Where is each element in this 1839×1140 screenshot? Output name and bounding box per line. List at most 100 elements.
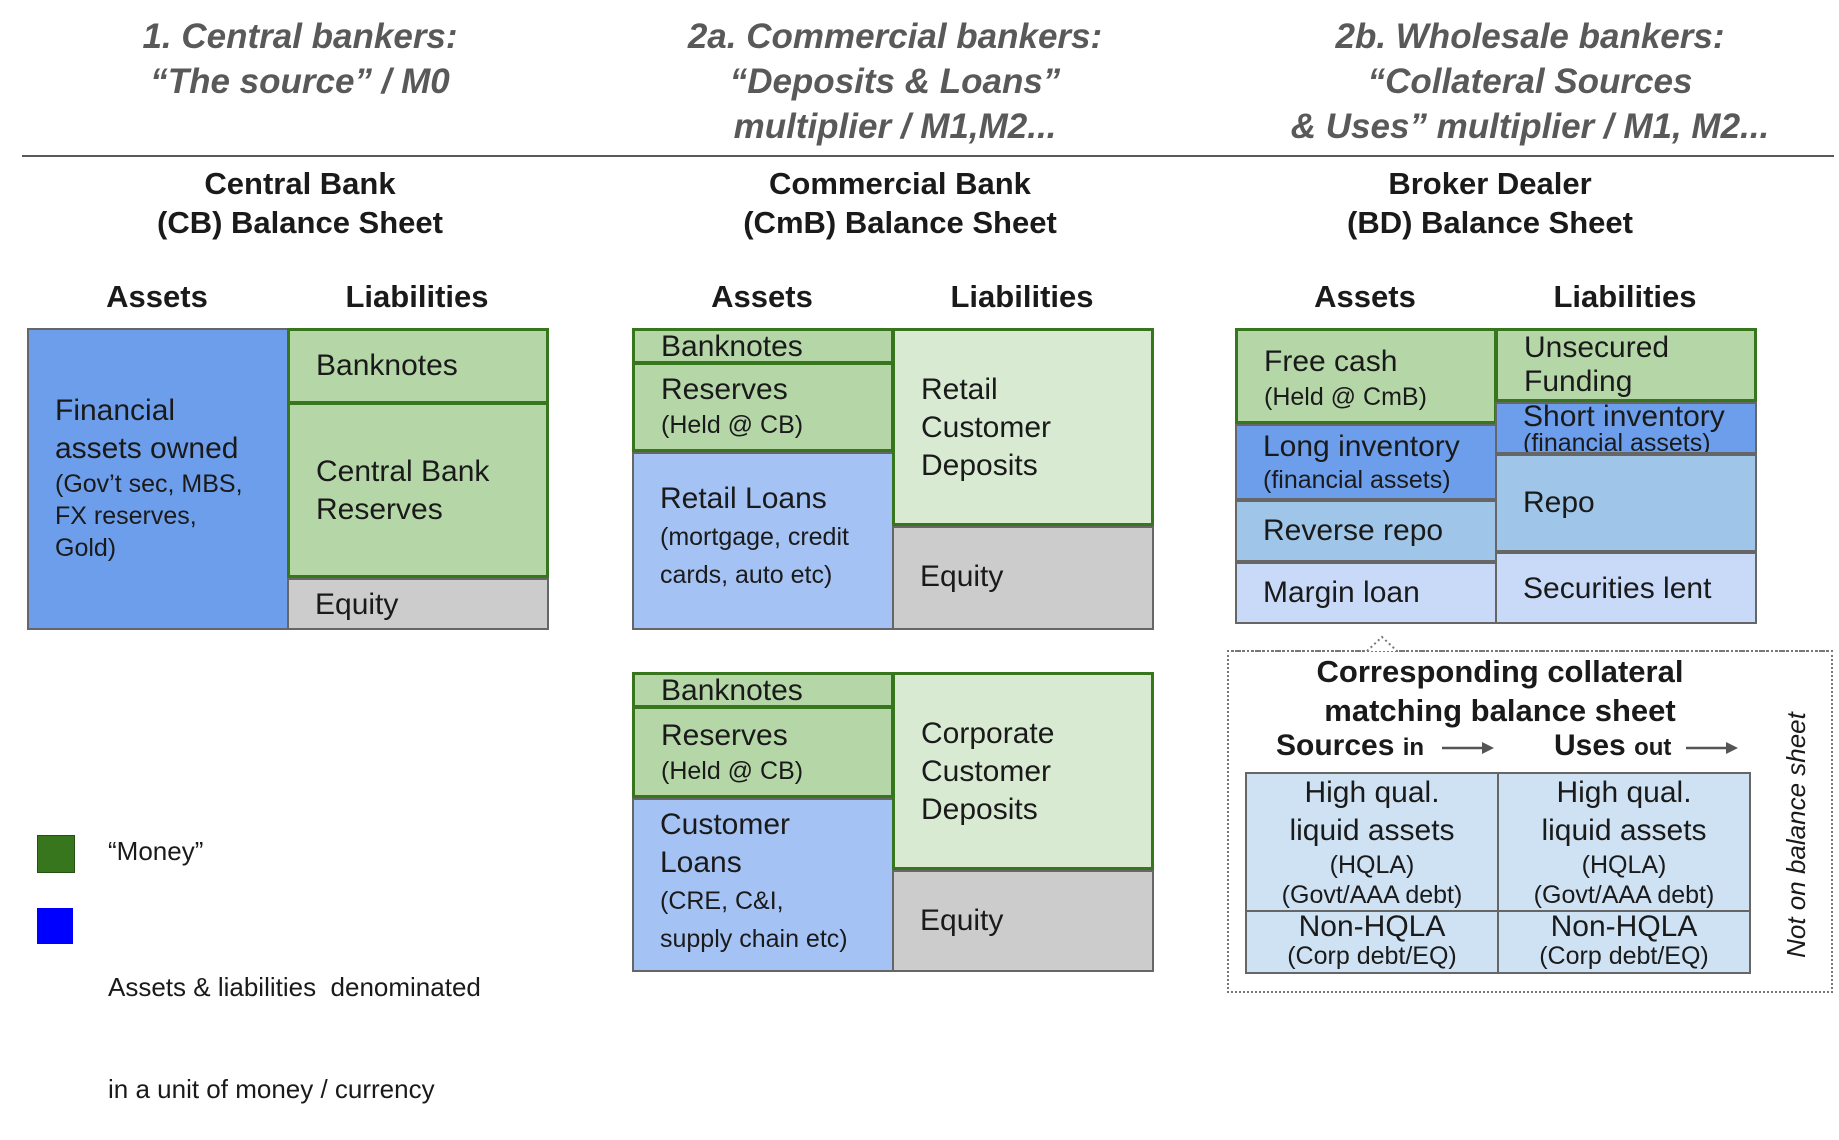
sheet-title-bd: Broker Dealer (BD) Balance Sheet — [1290, 164, 1690, 242]
block-sublabel: (mortgage, credit — [660, 523, 849, 551]
bd-securities-lent-block: Securities lent — [1495, 552, 1757, 624]
block-label: Margin loan — [1263, 576, 1420, 609]
block-label: Retail — [921, 373, 998, 406]
legend-money-label: “Money” — [108, 836, 204, 866]
block-sublabel: (Held @ CB) — [661, 411, 804, 439]
cell-label: High qual. — [1304, 776, 1440, 809]
bd-assets-header: Assets — [1314, 279, 1416, 314]
block-label: Banknotes — [661, 330, 803, 363]
bd-liabilities-header: Liabilities — [1553, 279, 1697, 314]
block-sublabel: supply chain etc) — [660, 925, 848, 953]
cell-sublabel: (HQLA) — [1329, 851, 1415, 879]
collateral-box — [1227, 650, 1833, 993]
cell-label: Non-HQLA — [1298, 910, 1446, 943]
uses-hqla-cell: High qual. liquid assets (HQLA) (Govt/AA… — [1497, 772, 1751, 912]
block-sublabel: (Held @ CmB) — [1264, 383, 1427, 411]
block-label: Reserves — [661, 719, 788, 752]
column-title-line: multiplier / M1,M2... — [733, 107, 1057, 146]
bd-reverse-repo-block: Reverse repo — [1235, 500, 1497, 562]
cmb-corp-reserves-block: Reserves (Held @ CB) — [632, 706, 894, 798]
block-sublabel: FX reserves, — [55, 502, 197, 530]
legend-assets-line: Assets & liabilities denominated — [108, 972, 481, 1002]
sheet-title-cmb: Commercial Bank (CmB) Balance Sheet — [680, 164, 1120, 242]
cell-sublabel: (Corp debt/EQ) — [1287, 942, 1457, 970]
block-label: Reserves — [661, 373, 788, 406]
collateral-callout-peak — [1227, 635, 1832, 652]
block-label: Deposits — [921, 449, 1038, 482]
column-title-line: 2a. Commercial bankers: — [687, 17, 1103, 56]
sources-nonhqla-cell: Non-HQLA (Corp debt/EQ) — [1245, 910, 1499, 974]
sheet-title-line: Central Bank — [204, 166, 396, 201]
uses-nonhqla-cell: Non-HQLA (Corp debt/EQ) — [1497, 910, 1751, 974]
block-label: Deposits — [921, 793, 1038, 826]
block-label: Unsecured — [1524, 331, 1670, 364]
cb-banknotes-block: Banknotes — [287, 328, 549, 404]
sources-heading: Sources — [1276, 729, 1395, 762]
block-label: Funding — [1524, 365, 1633, 398]
column-title-central-bankers: 1. Central bankers: “The source” / M0 — [20, 14, 580, 104]
cell-sublabel: (Corp debt/EQ) — [1539, 942, 1709, 970]
header-divider — [22, 155, 1834, 157]
cell-label: liquid assets — [1289, 814, 1455, 847]
block-label: Long inventory — [1263, 430, 1460, 463]
cb-liabilities-header: Liabilities — [345, 279, 489, 314]
cell-label: liquid assets — [1541, 814, 1707, 847]
uses-heading: Uses — [1554, 729, 1626, 762]
sheet-title-line: (CmB) Balance Sheet — [743, 205, 1057, 240]
uses-label: Uses out — [1554, 728, 1671, 766]
column-title-line: “The source” / M0 — [150, 62, 450, 101]
legend-money-swatch — [37, 835, 75, 873]
sources-hqla-cell: High qual. liquid assets (HQLA) (Govt/AA… — [1245, 772, 1499, 912]
block-label: Short inventory — [1523, 402, 1725, 433]
block-label: Customer — [921, 411, 1052, 444]
block-label: Central Bank — [316, 455, 490, 488]
sources-label: Sources in — [1276, 728, 1424, 766]
cmb-assets-header: Assets — [711, 279, 813, 314]
sources-direction: in — [1402, 734, 1425, 761]
block-label: Financial — [55, 394, 176, 427]
cell-sublabel: (Govt/AAA debt) — [1281, 881, 1463, 909]
sources-arrow-icon — [1442, 742, 1494, 754]
bd-long-inventory-block: Long inventory (financial assets) — [1235, 424, 1497, 500]
cb-reserves-block: Central Bank Reserves — [287, 402, 549, 578]
bd-margin-loan-block: Margin loan — [1235, 562, 1497, 624]
block-label: Equity — [920, 560, 1004, 593]
block-sublabel: Gold) — [55, 534, 117, 562]
cb-financial-assets-block: Financial assets owned (Gov’t sec, MBS, … — [27, 328, 289, 630]
uses-direction: out — [1634, 734, 1672, 761]
block-sublabel: (Held @ CB) — [661, 757, 804, 785]
cmb-retail-banknotes-block: Banknotes — [632, 328, 894, 364]
column-title-line: 2b. Wholesale bankers: — [1335, 17, 1725, 56]
block-label: Banknotes — [661, 674, 803, 707]
cmb-corp-deposits-block: Corporate Customer Deposits — [892, 672, 1154, 870]
cell-label: High qual. — [1556, 776, 1692, 809]
not-on-balance-sheet-note: Not on balance sheet — [1781, 712, 1811, 958]
legend-assets-line: in a unit of money / currency — [108, 1074, 435, 1104]
cmb-retail-loans-block: Retail Loans (mortgage, credit cards, au… — [632, 452, 894, 630]
cell-sublabel: (HQLA) — [1581, 851, 1667, 879]
block-label: Retail Loans — [660, 482, 827, 515]
block-label: Equity — [315, 588, 399, 621]
bd-free-cash-block: Free cash (Held @ CmB) — [1235, 328, 1497, 424]
cb-equity-block: Equity — [287, 578, 549, 630]
column-title-commercial-bankers: 2a. Commercial bankers: “Deposits & Loan… — [615, 14, 1175, 149]
cell-label: Non-HQLA — [1550, 910, 1698, 943]
cmb-corp-equity-block: Equity — [892, 870, 1154, 972]
block-label: Customer — [921, 755, 1052, 788]
column-title-line: “Deposits & Loans” — [729, 62, 1061, 101]
collateral-title-line: Corresponding collateral — [1316, 654, 1684, 689]
block-label: Repo — [1523, 486, 1595, 519]
block-sublabel: (financial assets) — [1523, 429, 1711, 454]
sheet-title-cb: Central Bank (CB) Balance Sheet — [100, 164, 500, 242]
block-sublabel: (CRE, C&I, — [660, 887, 784, 915]
column-title-line: “Collateral Sources — [1367, 62, 1693, 101]
bd-repo-block: Repo — [1495, 454, 1757, 552]
block-label: Loans — [660, 846, 742, 879]
block-label: Banknotes — [316, 349, 458, 382]
legend-assets-label: Assets & liabilities denominated in a un… — [108, 902, 481, 1140]
block-label: Customer — [660, 808, 791, 841]
block-sublabel: (financial assets) — [1263, 466, 1451, 494]
sheet-title-line: (CB) Balance Sheet — [157, 205, 443, 240]
collateral-title-line: matching balance sheet — [1324, 693, 1676, 728]
cb-assets-header: Assets — [106, 279, 208, 314]
